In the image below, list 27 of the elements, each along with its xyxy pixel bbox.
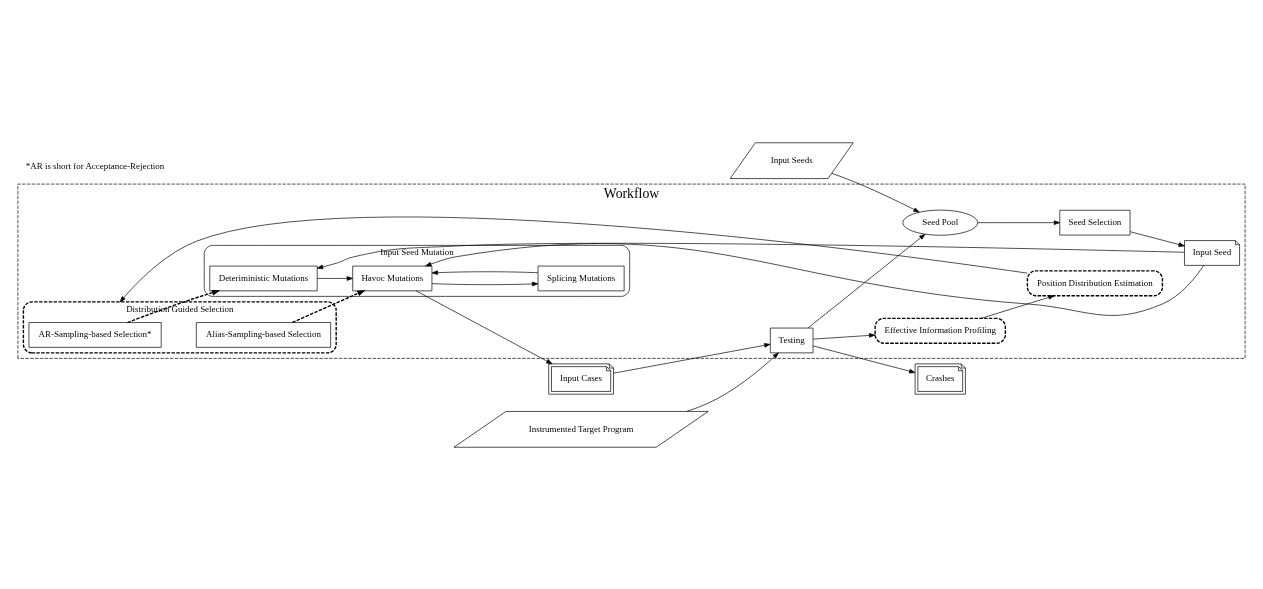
arrow: [613, 342, 771, 374]
arrow: [119, 216, 1028, 302]
arrow: [425, 242, 1205, 316]
node-box: Seed Selection: [1059, 209, 1131, 235]
node-box: Splicing Mutations: [537, 265, 625, 291]
node-box: Testing: [770, 327, 814, 353]
node-box: Alias-Sampling-based Selection: [196, 321, 331, 348]
arrow: [977, 219, 1061, 225]
node-box: Effective Information Profiling: [874, 317, 1007, 344]
arrow: [415, 290, 553, 364]
arrow: [431, 281, 539, 286]
arrow: [316, 275, 353, 281]
node-box: AR-Sampling-based Selection*: [28, 321, 162, 348]
arrow: [1130, 230, 1185, 247]
arrow: [126, 289, 221, 323]
arrow: [431, 269, 539, 275]
node-box: Deteriministic Mutations: [209, 265, 318, 291]
arrow: [316, 242, 1185, 269]
arrow: [980, 294, 1055, 319]
node-box: Position Distribution Estimation: [1026, 269, 1164, 296]
label: *AR is short for Acceptance-Rejection: [25, 160, 165, 171]
arrow: [831, 172, 920, 212]
node-box: Havoc Mutations: [352, 265, 433, 291]
arrow: [807, 233, 926, 328]
arrow: [812, 345, 916, 373]
arrow: [812, 332, 876, 339]
arrow: [686, 352, 779, 412]
